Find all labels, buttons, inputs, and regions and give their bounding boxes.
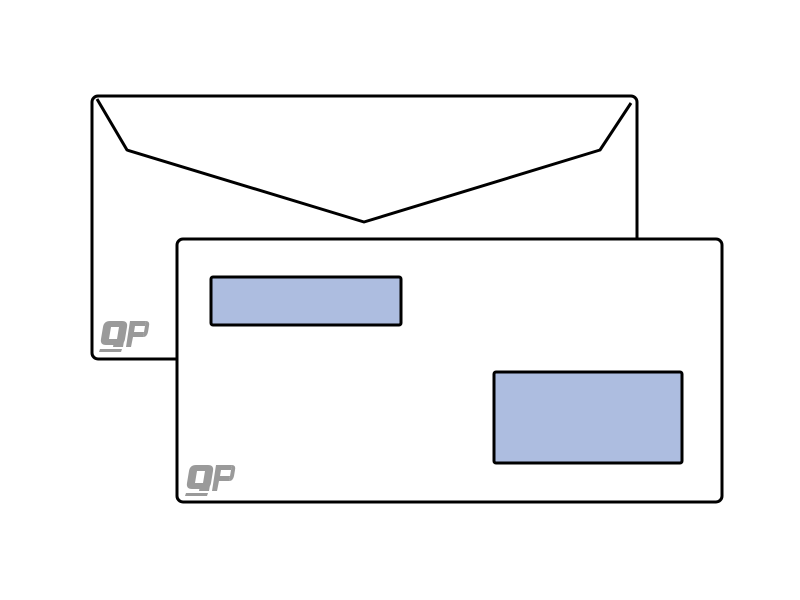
front-envelope-large-window — [492, 370, 684, 465]
front-envelope-small-window — [209, 275, 403, 327]
front-envelope — [175, 237, 724, 504]
back-envelope-flap — [95, 98, 633, 224]
